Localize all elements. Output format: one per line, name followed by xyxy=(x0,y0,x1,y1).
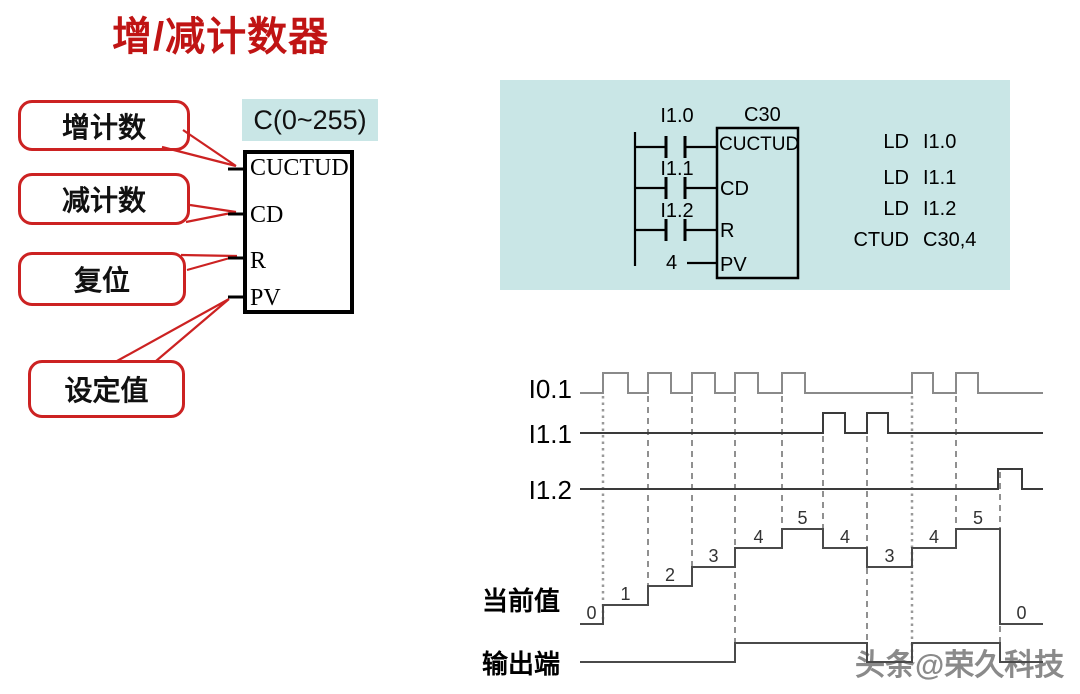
counter-block-pin-cd: CD xyxy=(250,202,284,228)
counter-block-header: CU CTUD xyxy=(250,155,349,182)
step-value-label: 4 xyxy=(929,527,939,547)
callout-preset-label: 设定值 xyxy=(64,375,149,406)
timing-output-label: 输出端 xyxy=(482,649,561,679)
instruction-op: LD xyxy=(883,167,909,189)
ladder-counter-name: C30 xyxy=(744,104,781,126)
timing-signal-label-i01: I0.1 xyxy=(528,374,572,404)
step-value-label: 4 xyxy=(753,527,763,547)
step-value-label: 0 xyxy=(1016,603,1026,623)
waveform-current-value xyxy=(580,528,1043,625)
timing-signal-label-i12: I1.2 xyxy=(528,475,572,505)
step-value-label: 1 xyxy=(620,584,630,604)
ladder-contact-label-i10: I1.0 xyxy=(660,105,694,127)
instruction-op: LD xyxy=(883,131,909,153)
step-value-label: 2 xyxy=(665,565,675,585)
callout-reset: 复位 xyxy=(18,252,186,306)
callout-preset: 设定值 xyxy=(28,360,185,418)
ladder-contact-label-i12: I1.2 xyxy=(660,200,694,222)
counter-range-label: C(0~255) xyxy=(242,99,378,141)
instruction-row: LD I1.2 xyxy=(853,198,1003,221)
timing-current-value-label: 当前值 xyxy=(482,586,561,616)
instruction-op: CTUD xyxy=(853,229,909,251)
counter-block-pin-r: R xyxy=(250,248,267,274)
ladder-block-pin-r: R xyxy=(720,220,735,242)
ladder-block-pin-cu: CU xyxy=(719,134,747,155)
callout-pointer-lines xyxy=(116,129,238,362)
ladder-block-pin-pv: PV xyxy=(720,254,747,276)
instruction-row: LD I1.0 xyxy=(853,131,1003,154)
callout-count-down-label: 减计数 xyxy=(61,185,146,216)
instruction-row: CTUD C30,4 xyxy=(853,229,1003,252)
ladder-contact-label-i11: I1.1 xyxy=(660,158,694,180)
timing-diagram: 0 1 2 3 4 5 4 3 4 5 0 xyxy=(580,372,1043,663)
page-title: 增/减计数器 xyxy=(112,15,330,59)
timing-signal-label-i11: I1.1 xyxy=(528,419,572,449)
counter-block-type: CTUD xyxy=(283,155,349,181)
callout-count-up: 增计数 xyxy=(18,100,190,151)
step-value-label: 3 xyxy=(708,546,718,566)
waveform-I1.1 xyxy=(580,412,1043,434)
ladder-block-pin-cd: CD xyxy=(720,178,749,200)
callout-count-up-label: 增计数 xyxy=(61,111,146,143)
step-value-label: 4 xyxy=(840,527,850,547)
step-value-label: 5 xyxy=(973,508,983,528)
waveform-I0.1 xyxy=(580,372,1043,394)
instruction-operand: I1.2 xyxy=(923,198,957,220)
ladder-pv-value: 4 xyxy=(666,252,678,274)
counter-block-pin-pv: PV xyxy=(250,285,281,311)
counter-block-pin-cu: CU xyxy=(250,155,284,181)
instruction-op: LD xyxy=(883,198,909,220)
instruction-operand: I1.1 xyxy=(923,167,957,189)
step-value-label: 0 xyxy=(586,603,596,623)
callout-reset-label: 复位 xyxy=(73,265,130,296)
counter-block-pin-stubs xyxy=(228,167,245,299)
ladder-block-header: CU CTUD xyxy=(719,134,800,156)
callout-count-down: 减计数 xyxy=(18,173,190,225)
instruction-operand: I1.0 xyxy=(923,131,957,153)
step-value-label: 3 xyxy=(884,546,894,566)
instruction-row: LD I1.1 xyxy=(853,167,1003,190)
watermark: 头条@荣久科技 xyxy=(855,649,1065,682)
step-value-label: 5 xyxy=(797,508,807,528)
ladder-block-type: CTUD xyxy=(746,134,800,155)
waveform-I1.2 xyxy=(580,468,1043,490)
instruction-operand: C30,4 xyxy=(923,229,977,251)
